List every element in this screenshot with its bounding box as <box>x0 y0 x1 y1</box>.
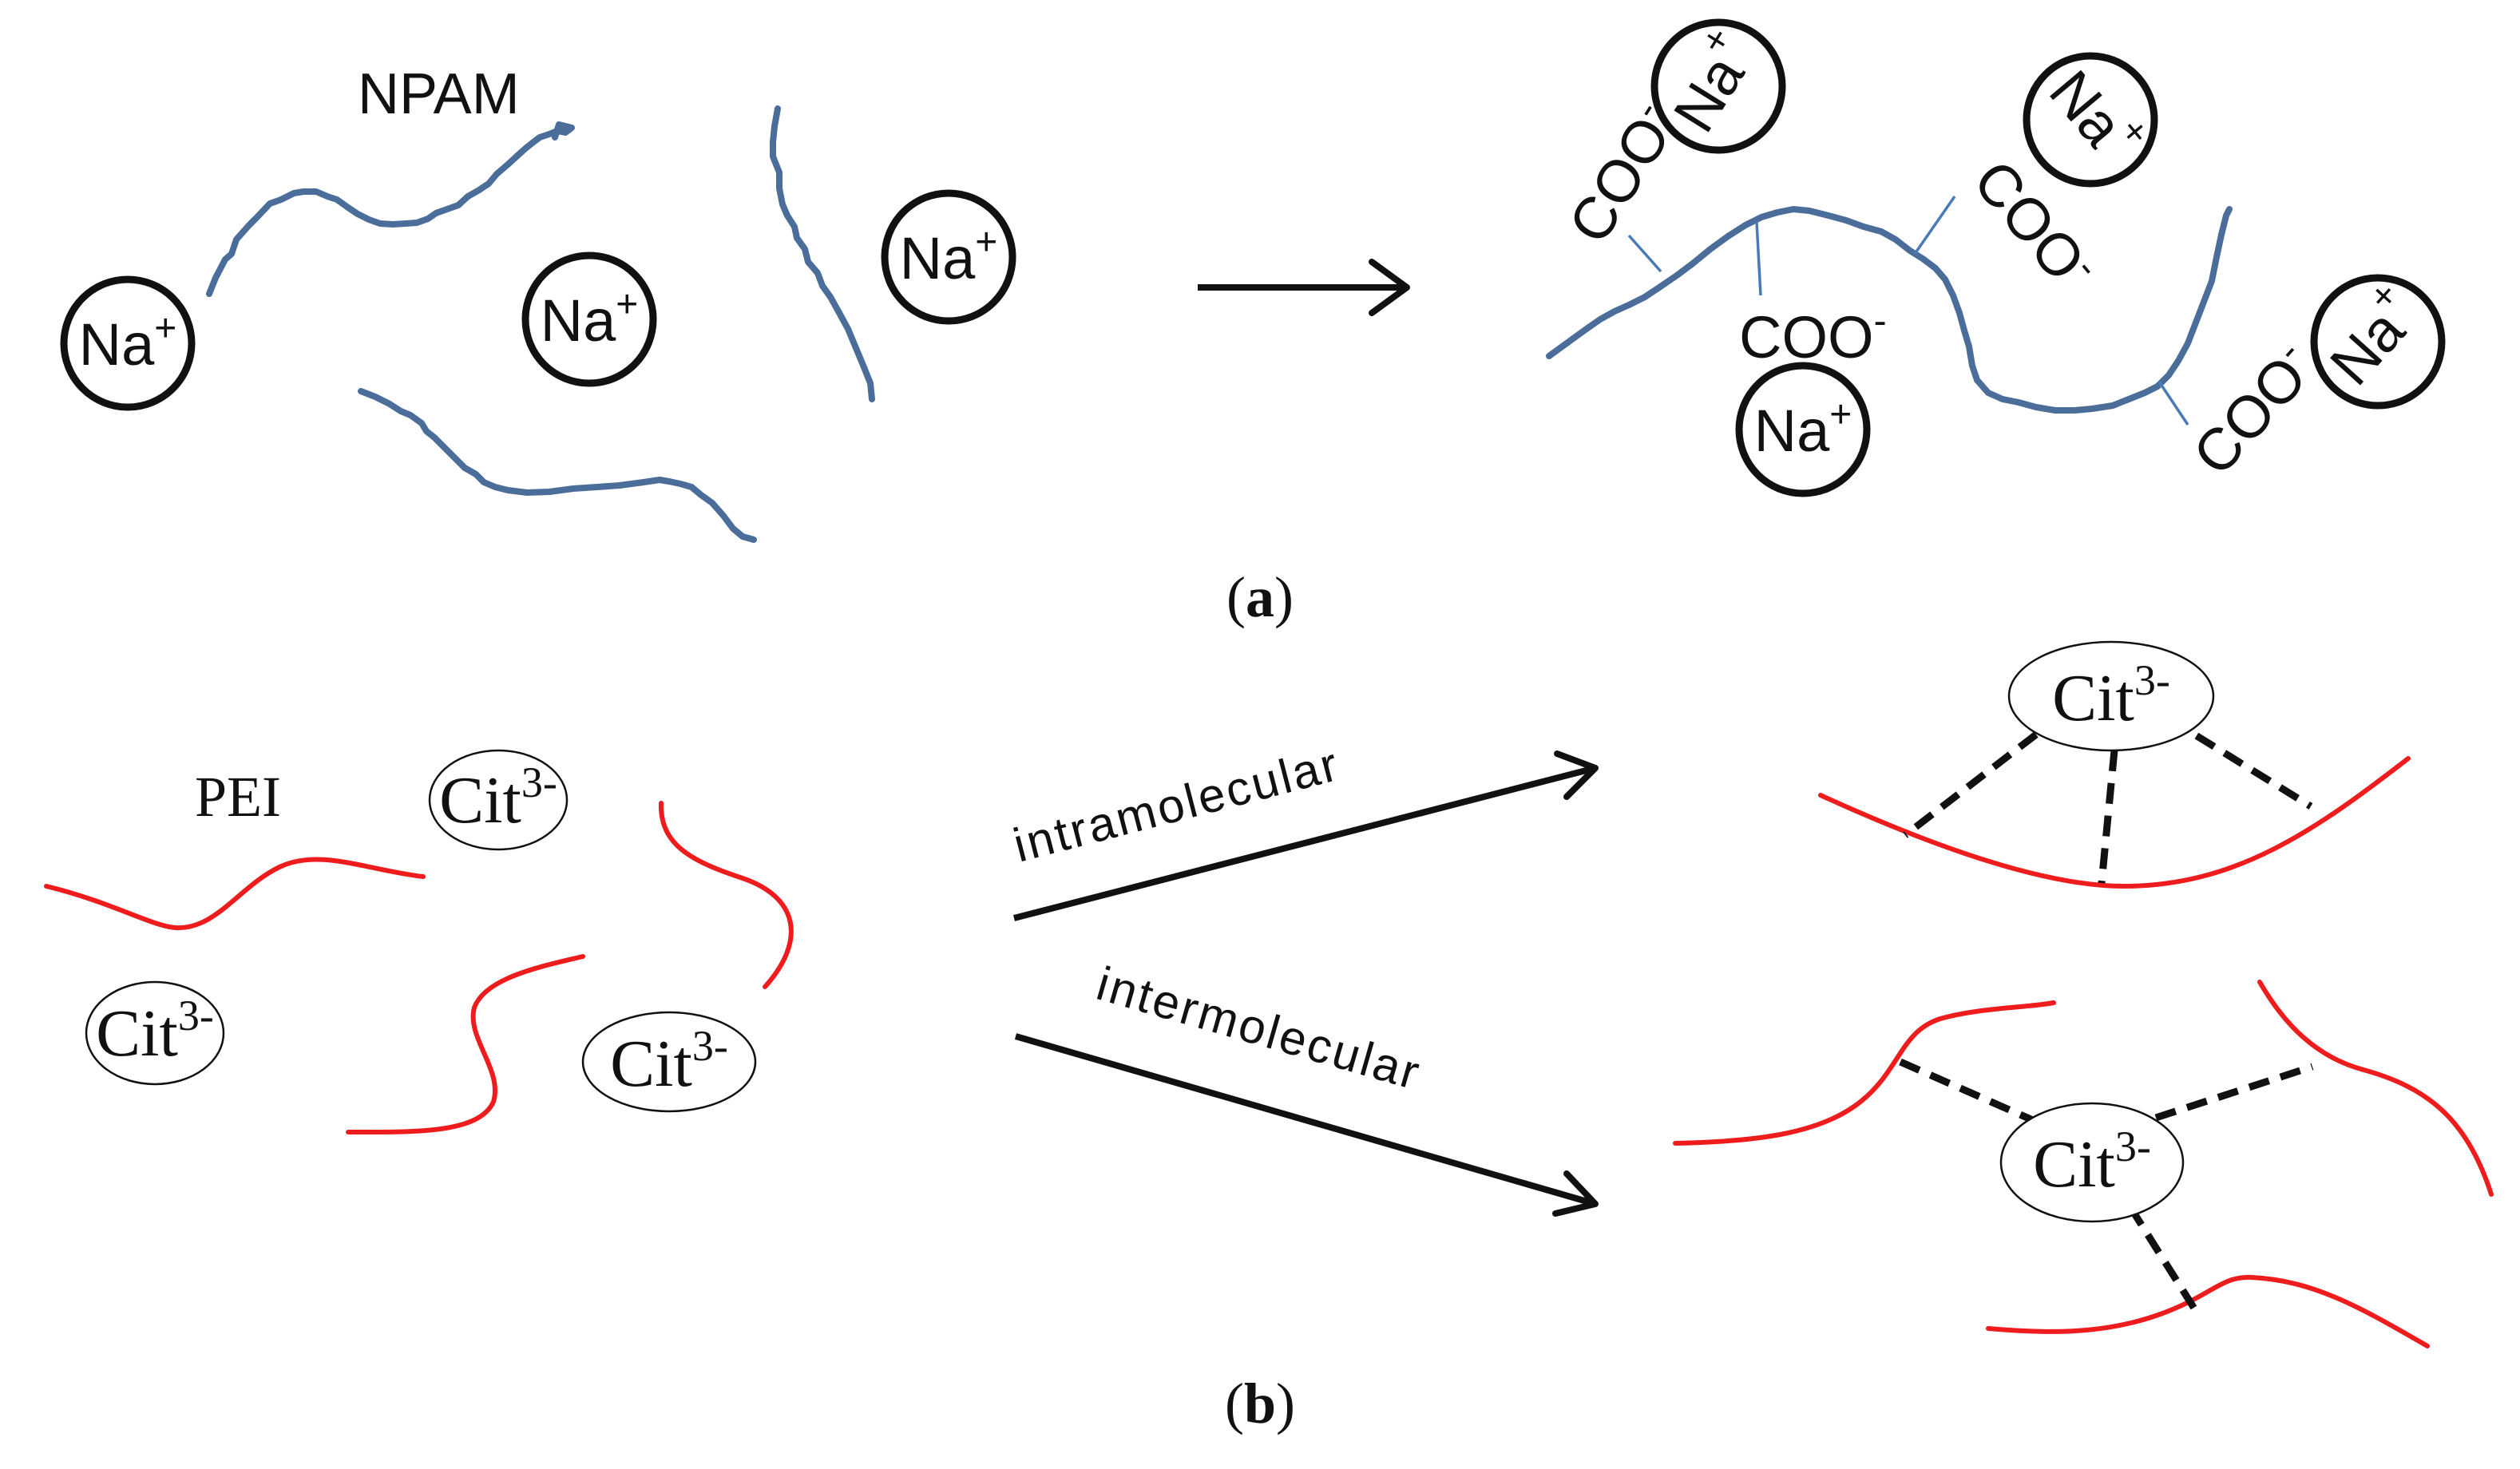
crosslink-bond <box>1899 1058 2036 1125</box>
svg-text:Na+: Na+ <box>1754 394 1852 464</box>
intermolecular-product: Cit3- <box>1673 980 2494 1348</box>
crosslink-bond <box>1903 731 2039 838</box>
svg-text:COO-: COO- <box>2178 332 2328 488</box>
svg-text:Cit3-: Cit3- <box>439 758 557 837</box>
sodium-ion: Na+ <box>881 189 1016 325</box>
pei-chain <box>1986 1274 2430 1348</box>
panel-a-product: COO- Na+ COO- Na+ <box>1546 18 2446 497</box>
crosslink-bond <box>2166 715 2313 810</box>
panel-a-reactants: NPAM Na+ Na+ Na+ <box>60 62 1016 543</box>
crosslink-bond <box>2098 750 2118 884</box>
hydrolyzed-npam-chain <box>1546 206 2233 414</box>
carboxylate-group: COO- <box>2178 332 2328 488</box>
sodium-ion: Na+ <box>1735 362 1871 497</box>
reaction-arrow <box>1198 259 1410 316</box>
sodium-ion: Na+ <box>521 251 657 387</box>
pei-chain <box>1673 1000 2056 1146</box>
bond-line <box>1755 221 1762 296</box>
crosslink-bond <box>2127 1205 2199 1313</box>
svg-text:Cit3-: Cit3- <box>96 992 214 1071</box>
panel-a: NPAM Na+ Na+ Na+ <box>60 18 2446 629</box>
pei-chain <box>44 857 426 931</box>
panel-b-reactants: PEI Cit3- Cit3- Cit3- <box>44 749 794 1135</box>
svg-text:Cit3-: Cit3- <box>2033 1123 2151 1202</box>
svg-text:Na+: Na+ <box>900 221 998 291</box>
bond-line <box>2157 381 2189 426</box>
carboxylate-group: COO- <box>1739 300 1887 370</box>
pei-chain <box>1818 756 2411 889</box>
citrate-ion: Cit3- <box>1999 1102 2185 1223</box>
pei-chain <box>346 954 585 1135</box>
panel-b: PEI Cit3- Cit3- Cit3- <box>44 640 2494 1435</box>
intramolecular-product: Cit3- <box>1818 640 2411 889</box>
npam-label: NPAM <box>358 62 520 126</box>
npam-chain <box>770 105 875 402</box>
citrate-ion: Cit3- <box>581 1011 757 1113</box>
crosslink-bond <box>2154 1063 2314 1122</box>
svg-text:Na+: Na+ <box>79 307 177 378</box>
bond-line <box>1627 234 1662 273</box>
citrate-ion: Cit3- <box>428 749 569 851</box>
svg-text:COO-: COO- <box>1739 300 1887 370</box>
sodium-ion: Na+ <box>2310 274 2446 410</box>
intermolecular-arrow: intermolecular <box>1014 956 1599 1217</box>
citrate-ion: Cit3- <box>2007 640 2215 752</box>
svg-text:Cit3-: Cit3- <box>610 1022 728 1101</box>
sodium-ion: Na+ <box>2023 52 2158 188</box>
panel-b-label: (b) <box>1225 1372 1295 1435</box>
svg-text:Na+: Na+ <box>541 283 639 354</box>
bond-line <box>1913 196 1956 255</box>
npam-chain <box>206 121 575 297</box>
pei-label: PEI <box>195 765 281 829</box>
intermolecular-label: intermolecular <box>1091 956 1427 1100</box>
sodium-ion: Na+ <box>1650 18 1786 154</box>
svg-text:Cit3-: Cit3- <box>2052 656 2170 735</box>
sodium-ion: Na+ <box>60 275 196 411</box>
intramolecular-arrow: intramolecular <box>1008 737 1599 921</box>
panel-a-label: (a) <box>1226 565 1294 629</box>
pei-chain <box>2257 980 2494 1197</box>
pei-chain <box>658 801 794 989</box>
npam-chain <box>358 388 757 543</box>
intramolecular-label: intramolecular <box>1008 737 1345 873</box>
citrate-ion: Cit3- <box>85 980 225 1086</box>
